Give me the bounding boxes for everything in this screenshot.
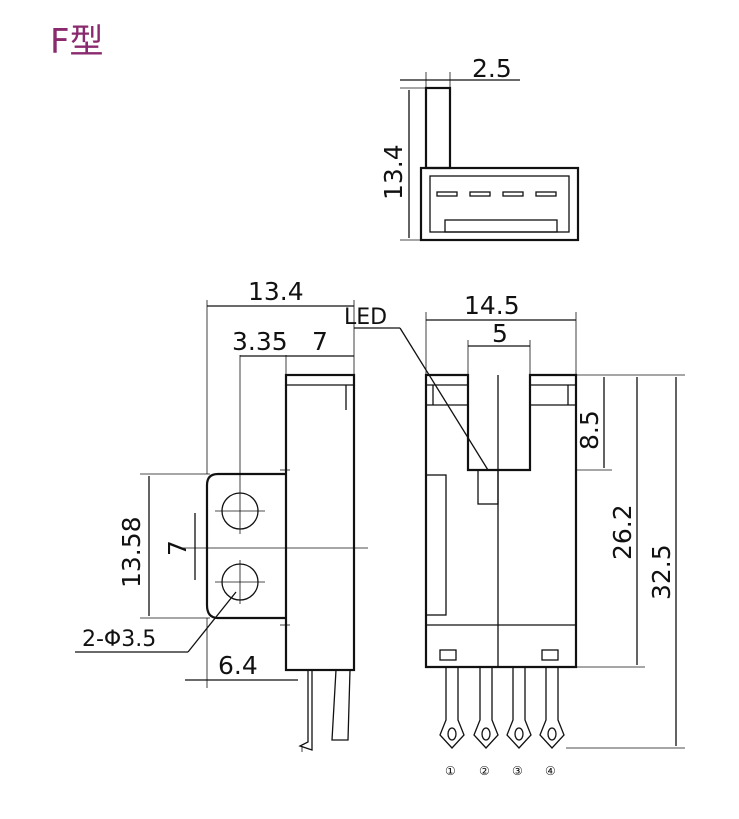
- side-flange: [205, 472, 286, 620]
- top-body: [419, 166, 580, 242]
- dim-26-2: 26.2: [608, 504, 637, 560]
- dim-2-5: 2.5: [472, 54, 512, 83]
- dim-7-pitch: 7: [163, 540, 192, 556]
- top-base: [444, 219, 558, 233]
- dim-14-5: 14.5: [464, 291, 520, 320]
- pin-3-label: ③: [512, 764, 523, 778]
- pin-4-label: ④: [545, 764, 556, 778]
- top-terminals: [436, 191, 557, 197]
- model-title: F型: [50, 22, 104, 62]
- dim-13-4-top: 13.4: [379, 144, 408, 200]
- side-body: [284, 373, 356, 672]
- dim-6-4: 6.4: [218, 651, 258, 680]
- front-view: LED 14.5 5 8.5 26.2 32.5 ① ② ③ ④: [344, 291, 685, 778]
- dim-3-35: 3.35: [232, 327, 288, 356]
- dim-8-5: 8.5: [575, 410, 604, 450]
- led-label: LED: [344, 305, 387, 330]
- led-leader: [399, 327, 489, 471]
- hole-spec: 2-Φ3.5: [82, 627, 156, 652]
- pin-1-label: ①: [445, 764, 456, 778]
- side-view: 13.4 3.35 7 13.58 7 2-Φ3.5 6.4: [75, 277, 368, 752]
- front-pins: [439, 667, 565, 749]
- dim-7-top: 7: [312, 327, 328, 356]
- pin-2-label: ②: [479, 764, 490, 778]
- dim-32-5: 32.5: [647, 544, 676, 600]
- dim-13-58: 13.58: [117, 516, 146, 588]
- led-block: [477, 469, 499, 505]
- hole-leader: [187, 591, 237, 653]
- dim-5: 5: [492, 319, 508, 348]
- front-body: [424, 373, 578, 669]
- front-window: [425, 474, 447, 616]
- top-view: 2.5 13.4: [379, 54, 580, 242]
- top-tab: [424, 86, 452, 170]
- top-inner: [429, 175, 570, 233]
- dim-13-4-side: 13.4: [248, 277, 304, 306]
